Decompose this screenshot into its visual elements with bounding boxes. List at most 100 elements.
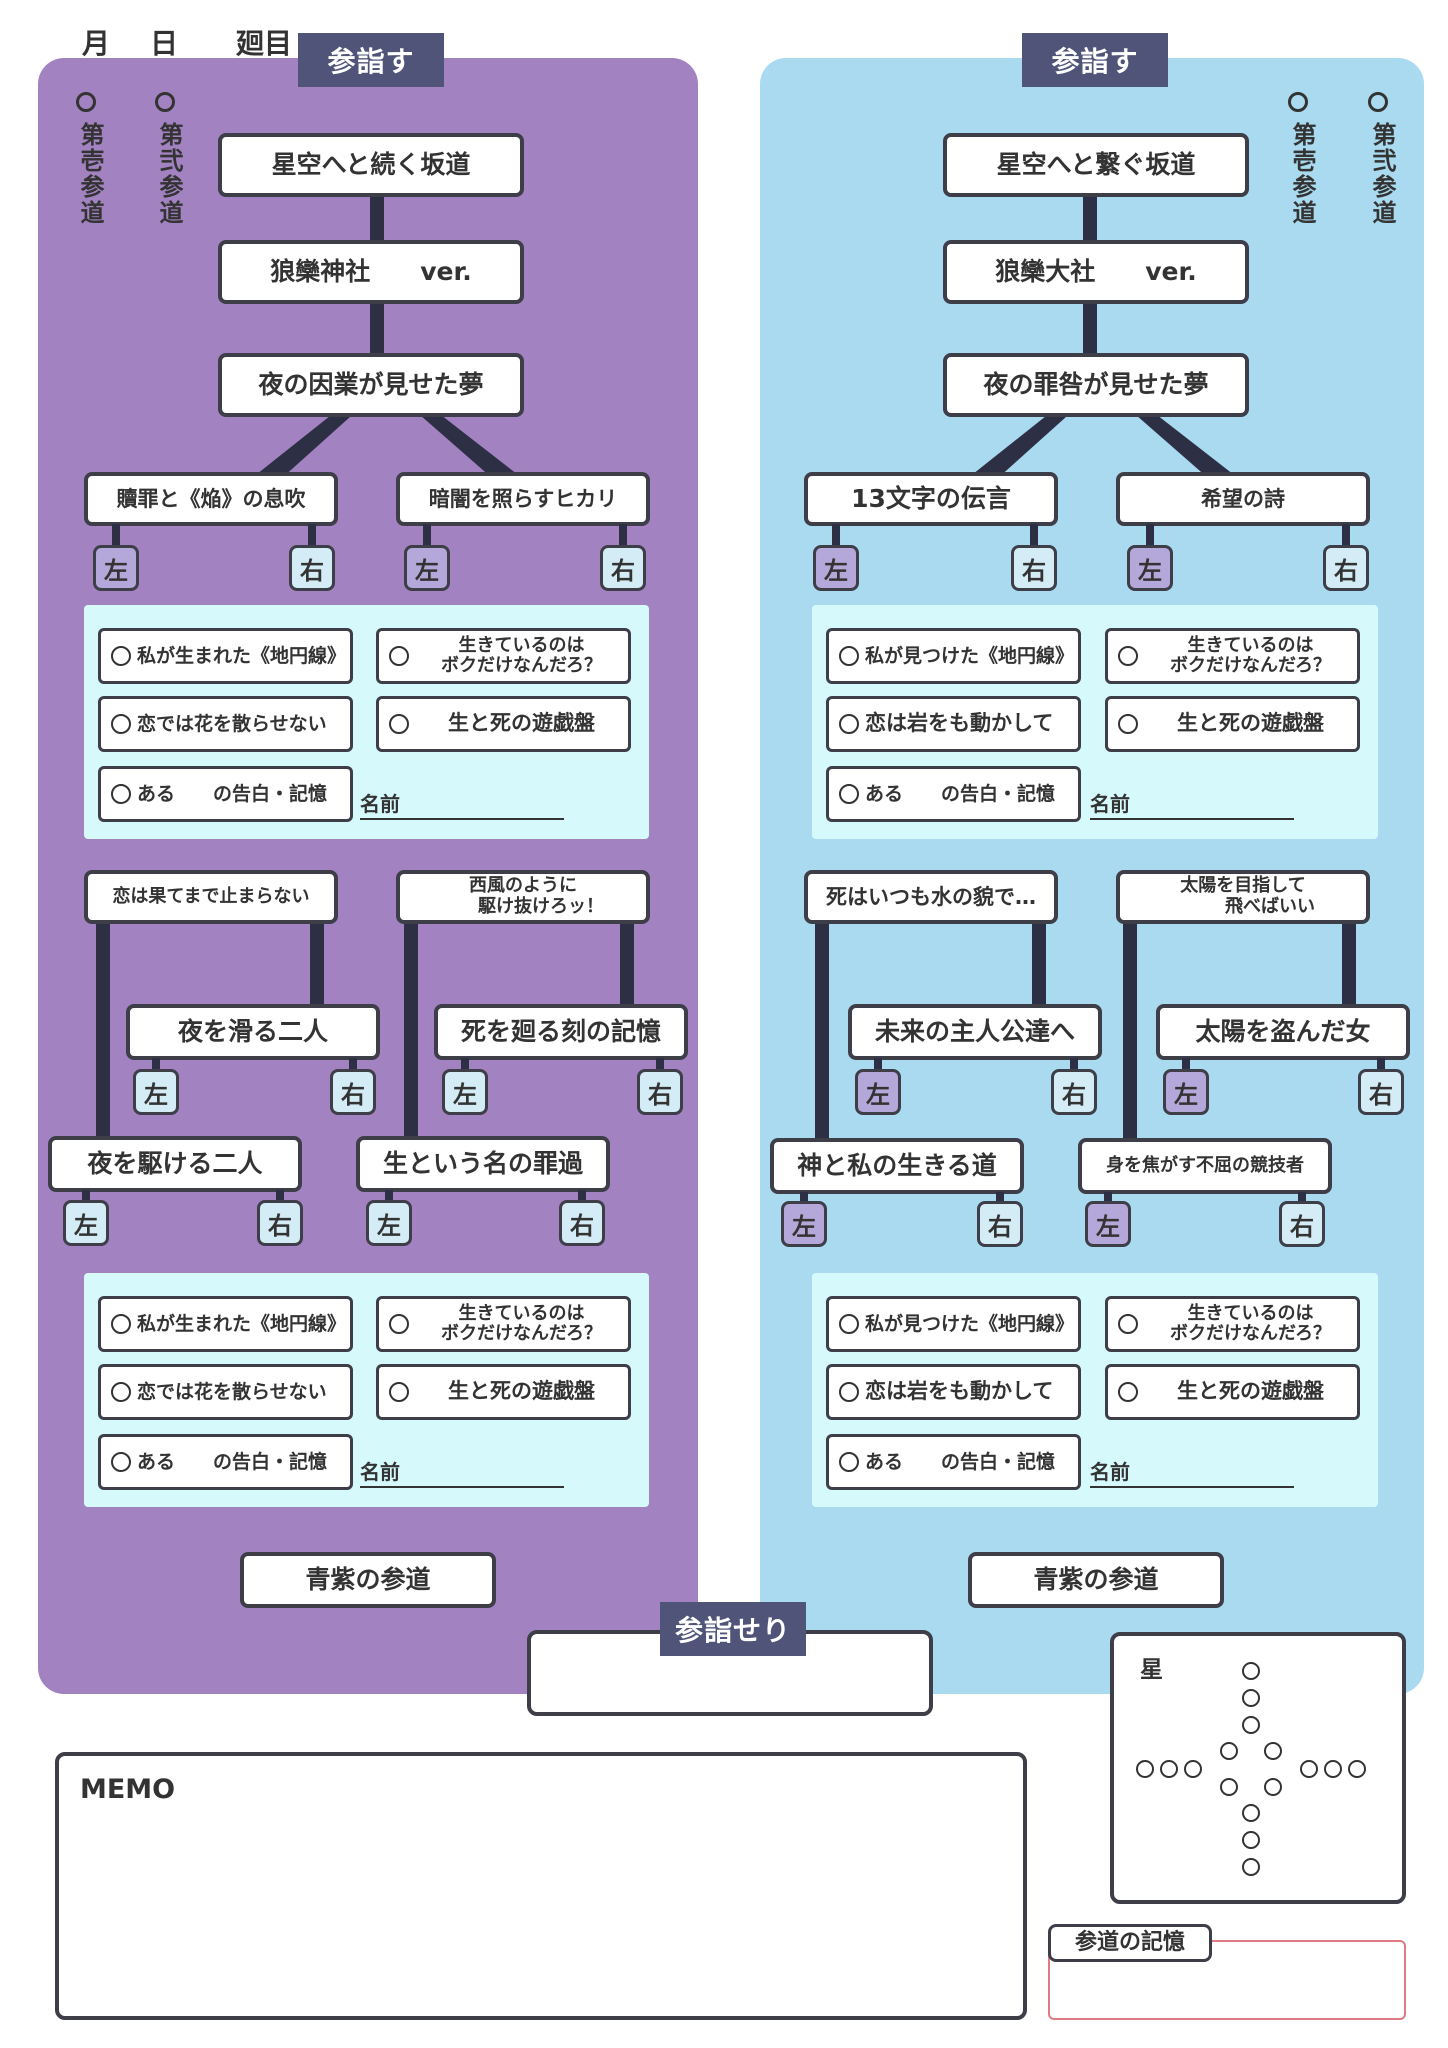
radio-circle-icon [839,1452,859,1472]
option-label: 私が見つけた《地円線》 [865,644,1075,667]
right-mid-sub-b-left-button[interactable]: 左 [1163,1069,1209,1115]
left-answer2-option-e[interactable]: ある の告白・記憶 [98,1434,353,1490]
left-route2-label: 第弐参道 [155,122,183,226]
radio-circle-icon [1118,1314,1138,1334]
radio-circle-icon [839,784,859,804]
left-stem [620,918,634,1008]
left-answer1-option-b[interactable]: 生きているのは ボクだけなんだろ？ [376,628,631,684]
left-mid-sub-b-right-button[interactable]: 右 [637,1069,683,1115]
right-route2-label: 第弐参道 [1368,122,1396,226]
radio-circle-icon [1118,1382,1138,1402]
option-label: 私が生まれた《地円線》 [137,644,347,667]
right-branch-b-left-button[interactable]: 左 [1127,545,1173,591]
star-dot[interactable] [1242,1858,1260,1876]
left-answer1-option-d[interactable]: 生と死の遊戯盤 [376,696,631,752]
star-dot[interactable] [1220,1778,1238,1796]
right-mid-bottom-b-right-button[interactable]: 右 [1279,1201,1325,1247]
right-route2-circle[interactable] [1368,92,1388,112]
star-dot[interactable] [1160,1760,1178,1778]
option-label: 恋は岩をも動かして [865,711,1054,736]
right-chain-3: 夜の罪咎が見せた夢 [943,353,1249,417]
star-dot[interactable] [1242,1662,1260,1680]
right-answer2-option-b[interactable]: 生きているのは ボクだけなんだろ？ [1105,1296,1360,1352]
left-answer2-option-a[interactable]: 私が生まれた《地円線》 [98,1296,353,1352]
memory-tag: 参道の記憶 [1048,1924,1212,1962]
left-answer2-option-d[interactable]: 生と死の遊戯盤 [376,1364,631,1420]
right-mid-sub-b-right-button[interactable]: 右 [1358,1069,1404,1115]
left-mid-bottom-b: 生という名の罪過 [356,1136,610,1192]
star-dot[interactable] [1264,1778,1282,1796]
star-dot[interactable] [1324,1760,1342,1778]
right-branch-a-left-button[interactable]: 左 [813,545,859,591]
right-answer1-option-e[interactable]: ある の告白・記憶 [826,766,1081,822]
left-stem [461,1058,469,1078]
option-label: ある の告白・記憶 [137,1450,328,1473]
right-answer1-option-a[interactable]: 私が見つけた《地円線》 [826,628,1081,684]
star-dot[interactable] [1242,1689,1260,1707]
right-mid-sub-a-right-button[interactable]: 右 [1051,1069,1097,1115]
left-branch-a-right-button[interactable]: 右 [289,545,335,591]
left-stem [423,524,431,550]
header-month: 月 [82,27,111,60]
left-answer1-option-a[interactable]: 私が生まれた《地円線》 [98,628,353,684]
right-answer2-option-e[interactable]: ある の告白・記憶 [826,1434,1081,1490]
left-branch-b-right-button[interactable]: 右 [600,545,646,591]
left-answer1-option-c[interactable]: 恋では花を散らせない [98,696,353,752]
right-answer2-option-d[interactable]: 生と死の遊戯盤 [1105,1364,1360,1420]
right-answer1-option-c[interactable]: 恋は岩をも動かして [826,696,1081,752]
right-stem [1070,1058,1078,1078]
star-dot[interactable] [1300,1760,1318,1778]
right-answer2-name-field[interactable]: 名前 [1090,1460,1294,1488]
star-dot[interactable] [1264,1742,1282,1760]
left-route1-circle[interactable] [76,92,96,112]
star-dot[interactable] [1242,1831,1260,1849]
right-answer2-option-c[interactable]: 恋は岩をも動かして [826,1364,1081,1420]
right-branch-a-right-button[interactable]: 右 [1011,545,1057,591]
left-chain-1: 星空へと続く坂道 [218,133,524,197]
star-dot[interactable] [1348,1760,1366,1778]
left-stem [96,918,110,1146]
left-chain-3: 夜の因業が見せた夢 [218,353,524,417]
left-answer2-option-b[interactable]: 生きているのは ボクだけなんだろ？ [376,1296,631,1352]
right-branch-b-right-button[interactable]: 右 [1323,545,1369,591]
star-label: 星 [1140,1657,1163,1683]
radio-circle-icon [111,1382,131,1402]
star-dot[interactable] [1242,1716,1260,1734]
radio-circle-icon [839,714,859,734]
right-mid-bottom-a-right-button[interactable]: 右 [977,1201,1023,1247]
right-route1-circle[interactable] [1288,92,1308,112]
right-stem [815,918,829,1146]
left-mid-bottom-a-right-button[interactable]: 右 [257,1200,303,1246]
star-dot[interactable] [1220,1742,1238,1760]
left-branch-a-left-button[interactable]: 左 [93,545,139,591]
left-mid-bottom-b-right-button[interactable]: 右 [559,1200,605,1246]
left-route2-circle[interactable] [155,92,175,112]
right-answer1-option-b[interactable]: 生きているのは ボクだけなんだろ？ [1105,628,1360,684]
right-mid-bottom-a-left-button[interactable]: 左 [781,1201,827,1247]
left-mid-bottom-b-left-button[interactable]: 左 [366,1200,412,1246]
star-dot[interactable] [1242,1804,1260,1822]
left-answer1-name-field[interactable]: 名前 [360,792,564,820]
right-answer2-option-a[interactable]: 私が見つけた《地円線》 [826,1296,1081,1352]
option-label: ある の告白・記憶 [137,782,328,805]
star-dot[interactable] [1184,1760,1202,1778]
right-mid-sub-a-left-button[interactable]: 左 [855,1069,901,1115]
right-mid-bottom-b: 身を焦がす不屈の競技者 [1078,1138,1332,1194]
left-mid-sub-b-left-button[interactable]: 左 [442,1069,488,1115]
right-answer1-name-field[interactable]: 名前 [1090,792,1294,820]
left-answer2-name-field[interactable]: 名前 [360,1460,564,1488]
right-mid-bottom-b-left-button[interactable]: 左 [1085,1201,1131,1247]
right-answer1-option-d[interactable]: 生と死の遊戯盤 [1105,696,1360,752]
memo-box[interactable] [55,1752,1027,2020]
left-mid-sub-a-left-button[interactable]: 左 [133,1069,179,1115]
radio-circle-icon [839,1314,859,1334]
left-mid-sub-a-right-button[interactable]: 右 [330,1069,376,1115]
left-mid-bottom-a-left-button[interactable]: 左 [63,1200,109,1246]
left-answer2-option-c[interactable]: 恋では花を散らせない [98,1364,353,1420]
left-panel-tag: 参詣す [298,33,444,87]
right-branch-a: 13文字の伝言 [804,472,1058,526]
right-stem [1123,918,1137,1146]
left-answer1-option-e[interactable]: ある の告白・記憶 [98,766,353,822]
star-dot[interactable] [1136,1760,1154,1778]
left-branch-b-left-button[interactable]: 左 [404,545,450,591]
